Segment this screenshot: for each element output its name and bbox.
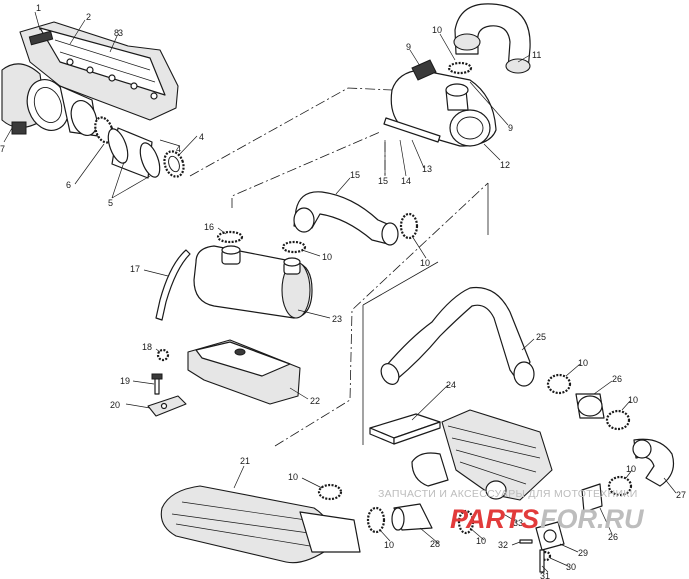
clamp-ring-10-e bbox=[605, 409, 631, 431]
callout-10-c: 10 bbox=[420, 258, 430, 268]
callout-10-f: 10 bbox=[626, 464, 636, 474]
callout-9b: 9 bbox=[508, 123, 513, 133]
callout-3: 3 bbox=[118, 28, 123, 38]
muffler-23 bbox=[193, 245, 313, 319]
water-box-12 bbox=[383, 59, 497, 147]
callout-6: 6 bbox=[66, 180, 71, 190]
watermark-logo-for: FOR.RU bbox=[540, 504, 645, 534]
callout-22: 22 bbox=[310, 396, 320, 406]
coupler-tube-26 bbox=[575, 393, 605, 419]
callout-8: 8 bbox=[114, 28, 119, 38]
callout-25: 25 bbox=[536, 332, 546, 342]
callout-labels: 1 2 3 4 4 6 5 9 10 11 9 12 13 14 15 15 1… bbox=[0, 3, 686, 579]
callout-26b: 26 bbox=[608, 532, 618, 542]
callout-33: 33 bbox=[513, 518, 523, 528]
leader-lines bbox=[34, 11, 677, 573]
callout-23: 23 bbox=[332, 314, 342, 324]
clamp-ring-4 bbox=[163, 150, 185, 178]
callout-15-lower: 15 bbox=[378, 176, 388, 186]
exhaust-outlet-21 bbox=[160, 485, 361, 564]
manifold-outlet-cone bbox=[1, 63, 99, 143]
hose-33 bbox=[391, 503, 433, 531]
callout-1: 1 bbox=[36, 3, 41, 13]
watermark-logo-parts: PARTS bbox=[450, 504, 539, 534]
clamp-ring-10-a bbox=[216, 230, 244, 244]
callout-31: 31 bbox=[540, 571, 550, 579]
bracket-28 bbox=[581, 483, 603, 513]
callout-16: 16 bbox=[204, 222, 214, 232]
callout-24: 24 bbox=[446, 380, 456, 390]
callout-12: 12 bbox=[500, 160, 510, 170]
gasket-24 bbox=[369, 413, 441, 445]
callout-10-b: 10 bbox=[322, 252, 332, 262]
callout-27: 27 bbox=[676, 490, 686, 500]
callout-4: 4 bbox=[199, 132, 204, 142]
watermark-tagline: ЗАПЧАСТИ И АКСЕССУАРЫ ДЛЯ МОТОТЕХНИКИ bbox=[378, 488, 638, 500]
callout-13: 13 bbox=[422, 164, 432, 174]
bolt-19 bbox=[151, 373, 163, 395]
callout-19: 19 bbox=[120, 376, 130, 386]
callout-14: 14 bbox=[401, 176, 411, 186]
bolt-32 bbox=[519, 539, 533, 544]
callout-7: 7 bbox=[0, 144, 5, 154]
flange-29 bbox=[535, 521, 565, 551]
callout-18: 18 bbox=[142, 342, 152, 352]
callout-21: 21 bbox=[240, 456, 250, 466]
exhaust-header-pipes bbox=[411, 409, 553, 501]
callout-32: 32 bbox=[498, 540, 508, 550]
clamp-ring-10-h bbox=[366, 506, 386, 534]
clamp-ring-10-i bbox=[457, 509, 475, 535]
coupler-tube-5 bbox=[107, 127, 161, 179]
exhaust-manifold bbox=[19, 21, 179, 121]
exhaust-hose-15 bbox=[293, 191, 399, 246]
strap-17 bbox=[155, 249, 191, 321]
clamp-ring-10-d bbox=[546, 373, 572, 395]
callout-20: 20 bbox=[110, 400, 120, 410]
callout-2: 2 bbox=[86, 12, 91, 22]
rubber-elbow-11 bbox=[453, 3, 531, 74]
watermark: ЗАПЧАСТИ И АКСЕССУАРЫ ДЛЯ МОТОТЕХНИКИ PA… bbox=[378, 488, 645, 534]
exhaust-hose-25 bbox=[380, 286, 535, 387]
callout-4b: 4 bbox=[176, 144, 181, 154]
muffler-tray-22 bbox=[187, 339, 301, 405]
callout-26: 26 bbox=[612, 374, 622, 384]
clamp-ring-10-f bbox=[607, 475, 633, 497]
clamp-ring-10-b bbox=[281, 240, 307, 254]
callout-10-e: 10 bbox=[628, 395, 638, 405]
callout-29: 29 bbox=[578, 548, 588, 558]
callout-10-g: 10 bbox=[476, 536, 486, 546]
callout-5: 5 bbox=[108, 198, 113, 208]
clamp-ring-10-c bbox=[399, 212, 419, 240]
bolt-31 bbox=[539, 549, 545, 573]
callout-37: 28 bbox=[430, 539, 440, 549]
clamp-ring-10-top bbox=[447, 61, 473, 75]
callout-9: 9 bbox=[406, 42, 411, 52]
callout-10-d: 10 bbox=[578, 358, 588, 368]
callout-17: 17 bbox=[130, 264, 140, 274]
callout-10-top: 10 bbox=[432, 25, 442, 35]
callout-15: 15 bbox=[350, 170, 360, 180]
callout-10-h: 10 bbox=[384, 540, 394, 550]
washer-18 bbox=[156, 348, 170, 362]
bracket-20 bbox=[147, 395, 187, 417]
callout-30: 30 bbox=[566, 562, 576, 572]
callout-10-i: 10 bbox=[288, 472, 298, 482]
clamp-ring-10-g bbox=[317, 483, 343, 501]
elbow-27 bbox=[632, 438, 675, 487]
callout-11: 11 bbox=[532, 50, 541, 60]
